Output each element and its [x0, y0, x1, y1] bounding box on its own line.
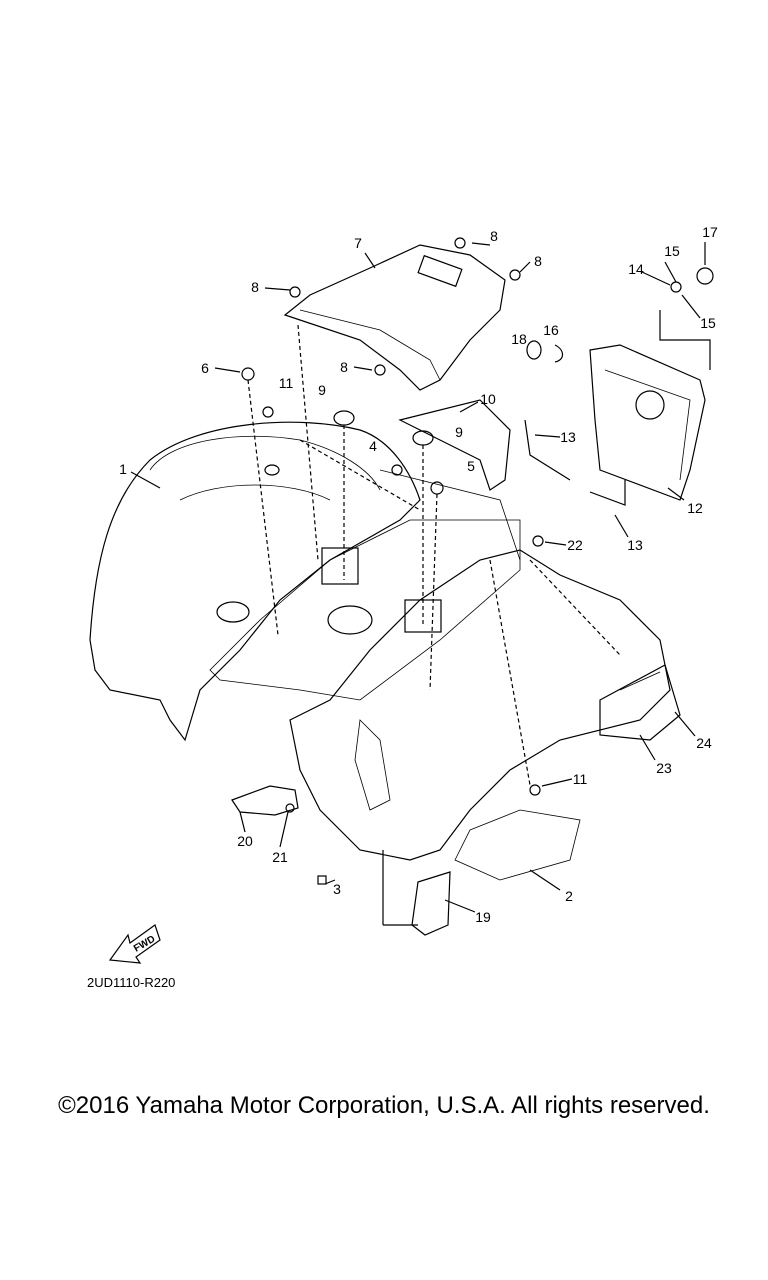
callout-15: 15	[700, 315, 716, 331]
callout-11: 11	[572, 771, 588, 787]
callout-18: 18	[511, 331, 527, 347]
callout-14: 14	[628, 261, 644, 277]
callout-23: 23	[656, 760, 672, 776]
carrier-part-12	[589, 344, 706, 501]
callout-13: 13	[627, 537, 643, 553]
front-fender-part-1	[89, 421, 421, 742]
callout-4: 4	[369, 438, 377, 454]
callout-8: 8	[340, 359, 348, 375]
callout-1: 1	[119, 461, 127, 477]
rear-fender-part	[289, 549, 671, 861]
callout-20: 20	[237, 833, 253, 849]
diagram-code: 2UD1110-R220	[87, 975, 176, 990]
callout-8: 8	[490, 228, 498, 244]
copyright-notice: ©2016 Yamaha Motor Corporation, U.S.A. A…	[58, 1092, 710, 1119]
mud-flap-part-23	[599, 664, 681, 741]
callout-7: 7	[354, 235, 362, 251]
callout-13: 13	[560, 429, 576, 445]
bracket-part-20	[231, 785, 299, 816]
callout-8: 8	[251, 279, 259, 295]
callout-5: 5	[467, 458, 475, 474]
callout-9: 9	[318, 382, 326, 398]
callout-6: 6	[201, 360, 209, 376]
callout-15: 15	[664, 243, 680, 259]
callout-21: 21	[272, 849, 288, 865]
callout-16: 16	[543, 322, 559, 338]
handle-part-13a	[524, 419, 571, 481]
callout-9: 9	[455, 424, 463, 440]
cover-part-7	[283, 244, 506, 391]
callout-8: 8	[534, 253, 542, 269]
callout-24: 24	[696, 735, 712, 751]
dashed-leader-lines	[247, 324, 621, 786]
callout-19: 19	[475, 909, 491, 925]
callout-10: 10	[480, 391, 496, 407]
callout-12: 12	[687, 500, 703, 516]
leader-lines	[130, 242, 711, 926]
callout-11: 11	[278, 375, 294, 391]
callout-22: 22	[567, 537, 583, 553]
callout-17: 17	[702, 224, 718, 240]
flap-part-19	[411, 871, 451, 936]
fwd-arrow-icon: FWD	[108, 924, 161, 964]
handle-part-13b	[589, 480, 626, 506]
callout-3: 3	[333, 881, 341, 897]
bracket-part-10	[398, 399, 511, 491]
callout-2: 2	[565, 888, 573, 904]
